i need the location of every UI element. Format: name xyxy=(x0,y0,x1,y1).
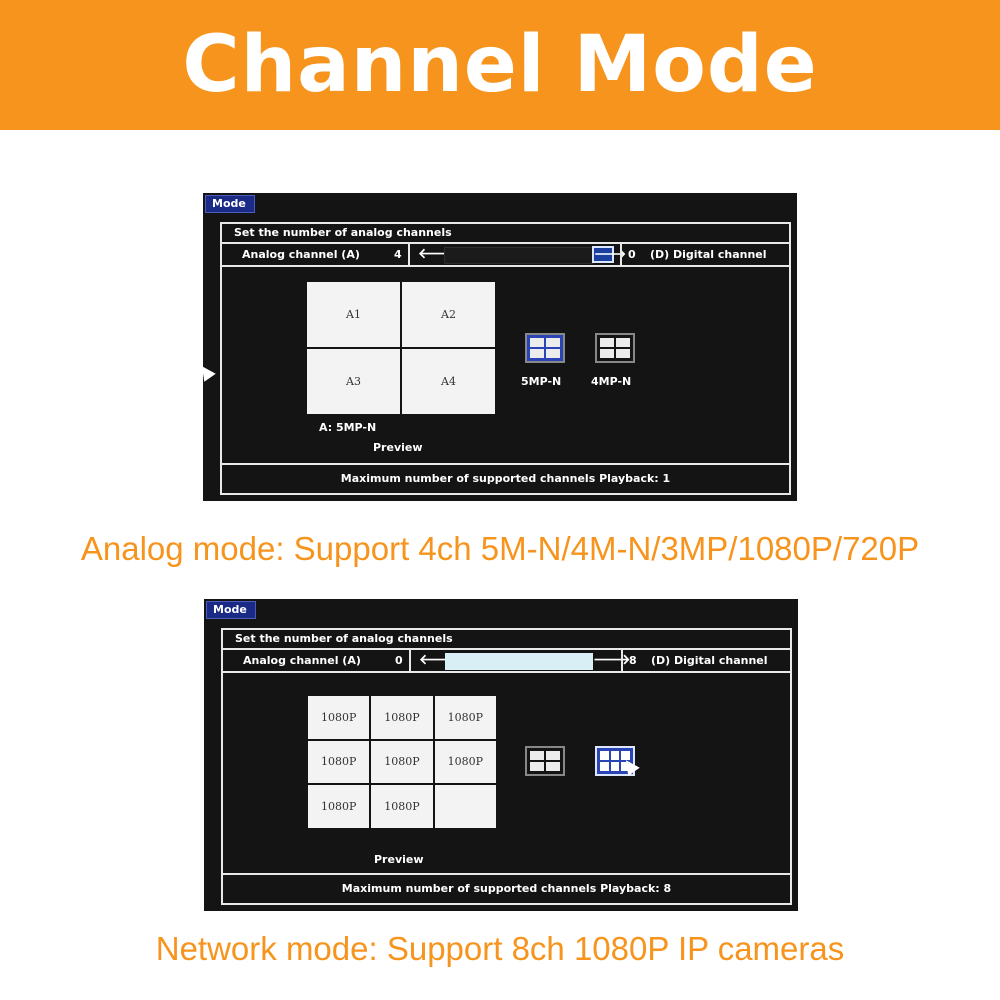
channel-control-row: Analog channel (A) 4 🡐 🡒 0 (D) Digital c… xyxy=(220,242,791,267)
footer-status: Maximum number of supported channels Pla… xyxy=(221,873,792,905)
arrow-right-icon[interactable]: 🡒 xyxy=(593,652,631,668)
channel-cell[interactable]: 1080P xyxy=(308,740,370,784)
channel-cell[interactable]: 1080P xyxy=(371,785,433,828)
grid-caption: A: 5MP-N xyxy=(319,421,377,434)
channel-cell[interactable]: 1080P xyxy=(371,696,433,739)
divider xyxy=(408,244,410,265)
channel-cell[interactable]: 1080P xyxy=(434,696,496,739)
arrow-right-icon[interactable]: 🡒 xyxy=(592,246,627,263)
channel-cell[interactable] xyxy=(434,785,496,828)
digital-channel-label: (D) Digital channel xyxy=(651,654,768,667)
network-caption: Network mode: Support 8ch 1080P IP camer… xyxy=(155,930,845,967)
analog-channel-label: Analog channel (A) xyxy=(243,654,361,667)
channel-cell[interactable]: 1080P xyxy=(434,740,496,784)
quad-layout-icon[interactable] xyxy=(525,746,565,776)
channel-cell[interactable]: A3 xyxy=(307,349,400,414)
section-title: Set the number of analog channels xyxy=(221,628,792,650)
channel-slider[interactable] xyxy=(445,653,593,670)
preview-label: Preview xyxy=(374,853,424,866)
channel-cell[interactable]: A4 xyxy=(402,349,495,414)
preview-label: Preview xyxy=(373,441,423,454)
digital-channel-value: 0 xyxy=(628,248,636,261)
arrow-left-icon[interactable]: 🡐 xyxy=(419,652,457,668)
channel-cell[interactable]: 1080P xyxy=(371,740,433,784)
analog-channel-label: Analog channel (A) xyxy=(242,248,360,261)
network-mode-screenshot: Mode Set the number of analog channels A… xyxy=(204,599,798,911)
arrow-left-icon[interactable]: 🡐 xyxy=(418,246,456,262)
digital-channel-value: 8 xyxy=(629,654,637,667)
mode-tab[interactable]: Mode xyxy=(206,601,256,619)
analog-channel-value: 0 xyxy=(395,654,403,667)
digital-channel-label: (D) Digital channel xyxy=(650,248,767,261)
channel-control-row: Analog channel (A) 0 🡐 🡒 8 (D) Digital c… xyxy=(221,648,792,673)
divider xyxy=(620,244,622,265)
channel-cell[interactable]: 1080P xyxy=(308,696,370,739)
grid-layout-icon[interactable] xyxy=(595,746,635,776)
channel-slider[interactable] xyxy=(444,247,594,264)
channel-cell[interactable]: A2 xyxy=(402,282,495,347)
option-4mp-n-label[interactable]: 4MP-N xyxy=(591,375,632,388)
quad-layout-icon[interactable] xyxy=(595,333,635,363)
mouse-cursor-icon xyxy=(196,362,216,382)
banner-title: Channel Mode xyxy=(182,20,818,110)
analog-caption: Analog mode: Support 4ch 5M-N/4M-N/3MP/1… xyxy=(80,530,920,567)
preview-area: 1080P 1080P 1080P 1080P 1080P 1080P 1080… xyxy=(221,671,792,875)
channel-cell[interactable]: 1080P xyxy=(308,785,370,828)
footer-status: Maximum number of supported channels Pla… xyxy=(220,463,791,495)
analog-mode-screenshot: Mode Set the number of analog channels A… xyxy=(196,193,797,501)
section-title: Set the number of analog channels xyxy=(220,222,791,244)
divider xyxy=(621,650,623,671)
quad-layout-icon[interactable] xyxy=(525,333,565,363)
option-5mp-n-label[interactable]: 5MP-N xyxy=(521,375,562,388)
preview-area: A1 A2 A3 A4 5MP-N 4MP-N A: 5MP-N Preview xyxy=(220,265,791,465)
divider xyxy=(409,650,411,671)
mode-tab[interactable]: Mode xyxy=(205,195,255,213)
channel-grid: 1080P 1080P 1080P 1080P 1080P 1080P 1080… xyxy=(308,696,496,828)
channel-grid: A1 A2 A3 A4 xyxy=(307,282,495,414)
channel-cell[interactable]: A1 xyxy=(307,282,400,347)
banner: Channel Mode xyxy=(0,0,1000,130)
analog-channel-value: 4 xyxy=(394,248,402,261)
